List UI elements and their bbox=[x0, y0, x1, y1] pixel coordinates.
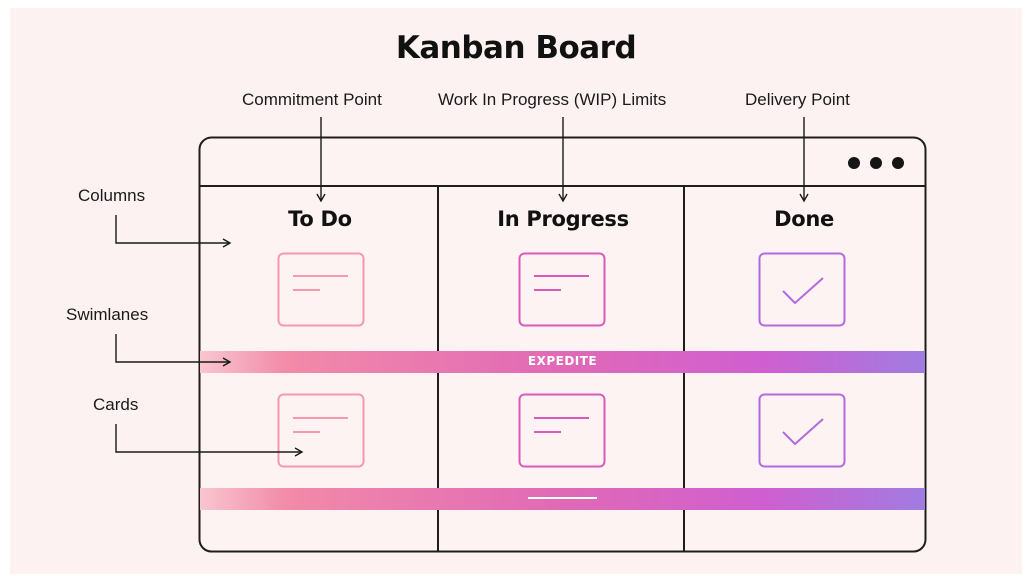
swimlane-expedite bbox=[200, 351, 925, 373]
swimlanes-label: Swimlanes bbox=[66, 305, 149, 324]
more-dots-icon[interactable] bbox=[848, 157, 904, 169]
card-done-2[interactable] bbox=[758, 393, 846, 468]
columns-label: Columns bbox=[78, 186, 146, 205]
cards-label: Cards bbox=[93, 395, 139, 414]
swimlane-expedite-label: EXPEDITE bbox=[527, 354, 598, 368]
checkmark-icon bbox=[782, 418, 824, 446]
column-header-in-progress: In Progress bbox=[497, 207, 629, 231]
wip-limits-label: Work In Progress (WIP) Limits bbox=[438, 90, 667, 109]
card-in-progress-1[interactable] bbox=[518, 252, 606, 327]
checkmark-icon bbox=[782, 277, 824, 305]
card-todo-2[interactable] bbox=[277, 393, 365, 468]
columns-arrow bbox=[115, 215, 232, 248]
cards-arrow bbox=[115, 424, 304, 457]
column-header-todo: To Do bbox=[288, 207, 352, 231]
delivery-point-label: Delivery Point bbox=[745, 90, 850, 109]
card-in-progress-2[interactable] bbox=[518, 393, 606, 468]
column-header-done: Done bbox=[774, 207, 834, 231]
card-done-1[interactable] bbox=[758, 252, 846, 327]
swimlanes-arrow bbox=[115, 334, 232, 367]
card-todo-1[interactable] bbox=[277, 252, 365, 327]
commitment-point-label: Commitment Point bbox=[242, 90, 382, 109]
diagram-title: Kanban Board bbox=[395, 30, 637, 66]
